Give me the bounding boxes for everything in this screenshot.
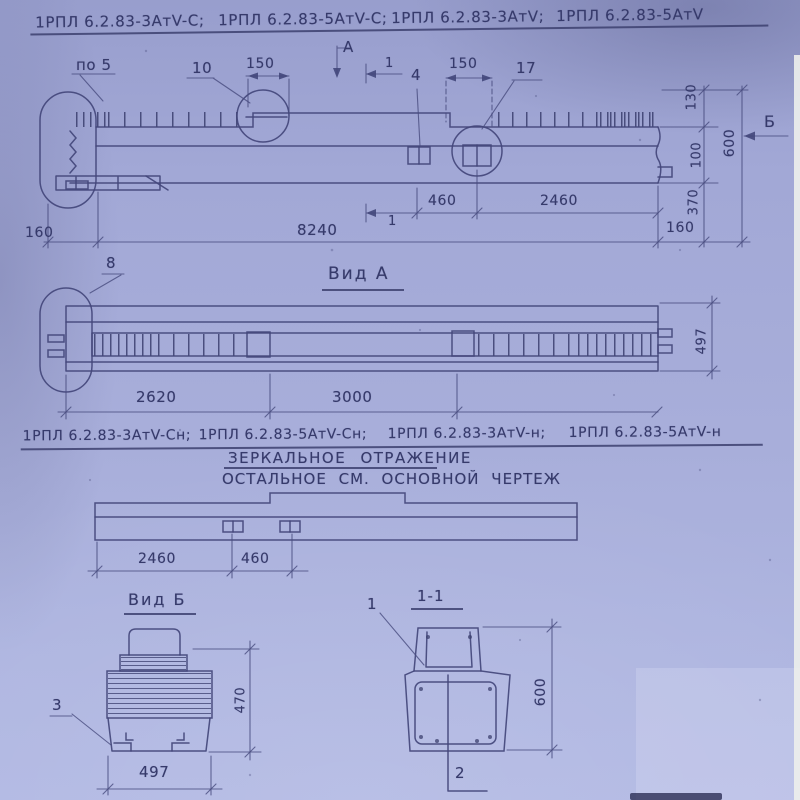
note-mirror: ЗЕРКАЛЬНОЕ ОТРАЖЕНИЕ bbox=[228, 449, 472, 467]
dim-3000: 3000 bbox=[332, 388, 373, 406]
callout-10: 10 bbox=[192, 59, 213, 77]
section-hatching bbox=[108, 673, 211, 717]
dim-600-section: 600 bbox=[533, 677, 549, 707]
callout-4: 4 bbox=[411, 66, 422, 84]
view-b bbox=[50, 629, 261, 795]
dim-160-left: 160 bbox=[25, 225, 54, 241]
product-variant-label: 1РПЛ 6.2.83-5АтV-С; bbox=[218, 9, 388, 30]
rebar-ticks bbox=[108, 112, 238, 127]
callout-po5: по 5 bbox=[76, 56, 112, 74]
dim-497-view-a: 497 bbox=[694, 327, 710, 355]
elevation-view bbox=[40, 46, 788, 248]
dim-8240: 8240 bbox=[297, 221, 338, 239]
section-title-underline bbox=[411, 608, 463, 610]
dim-100: 100 bbox=[689, 141, 705, 169]
dim-150-right: 150 bbox=[449, 56, 478, 72]
rebar-ticks bbox=[478, 334, 576, 356]
section-hatching bbox=[121, 657, 186, 670]
product-variant-label: 1РПЛ 6.2.83-5АтV-Сн; bbox=[198, 426, 368, 444]
product-variant-label: 1РПЛ 6.2.83-5АтV-н bbox=[568, 424, 722, 441]
dim-1-bottom: 1 bbox=[388, 214, 397, 229]
dim-1-top: 1 bbox=[385, 56, 394, 71]
view-b-arrow-label: Б bbox=[764, 112, 776, 131]
dim-370: 370 bbox=[686, 188, 702, 216]
dim-460-strip: 460 bbox=[241, 551, 270, 567]
product-variant-label: 1РПЛ 6.2.83-5АтV bbox=[556, 5, 704, 26]
view-b-title: Вид Б bbox=[128, 590, 187, 609]
dim-2620: 2620 bbox=[136, 388, 177, 406]
callout-8: 8 bbox=[106, 254, 117, 272]
view-a-title: Вид А bbox=[328, 264, 390, 284]
dim-497-view-b: 497 bbox=[139, 763, 170, 781]
rebar-ticks bbox=[94, 334, 156, 356]
view-a-title-underline bbox=[322, 289, 404, 291]
note-mirror-underline bbox=[224, 467, 437, 469]
product-variant-label: 1РПЛ 6.2.83-3АтV-С; bbox=[35, 11, 205, 32]
rebar-ticks bbox=[76, 112, 108, 127]
dim-150-left: 150 bbox=[246, 56, 275, 72]
dim-2460-strip: 2460 bbox=[138, 551, 177, 567]
rebar-ticks bbox=[578, 334, 656, 356]
section-1-1 bbox=[380, 613, 562, 791]
callout-1: 1 bbox=[367, 595, 378, 613]
dim-600-elevation: 600 bbox=[722, 128, 738, 158]
dim-160-right: 160 bbox=[666, 220, 695, 236]
mirror-strip-view bbox=[88, 493, 577, 578]
section-mark-a: A bbox=[343, 38, 354, 56]
paper-speckles bbox=[88, 49, 772, 777]
rebar-ticks bbox=[158, 334, 244, 356]
dim-460-elevation: 460 bbox=[428, 193, 457, 209]
product-variant-label: 1РПЛ 6.2.83-3АтV-Сн; bbox=[22, 427, 192, 445]
section-1-1-title: 1-1 bbox=[417, 587, 445, 605]
callout-3: 3 bbox=[52, 696, 63, 714]
product-variant-label: 1РПЛ 6.2.83-3АтV; bbox=[391, 7, 545, 28]
dim-2460-elevation: 2460 bbox=[540, 193, 579, 209]
rebar-ticks bbox=[600, 112, 656, 127]
view-a bbox=[40, 274, 720, 419]
callout-17: 17 bbox=[516, 59, 537, 77]
dim-470: 470 bbox=[233, 686, 249, 714]
callout-2: 2 bbox=[455, 764, 466, 782]
view-b-title-underline bbox=[124, 613, 196, 615]
note-rest: ОСТАЛЬНОЕ СМ. ОСНОВНОЙ ЧЕРТЕЖ bbox=[222, 470, 561, 488]
product-variant-label: 1РПЛ 6.2.83-3АтV-н; bbox=[387, 425, 546, 443]
dim-130: 130 bbox=[684, 83, 700, 111]
